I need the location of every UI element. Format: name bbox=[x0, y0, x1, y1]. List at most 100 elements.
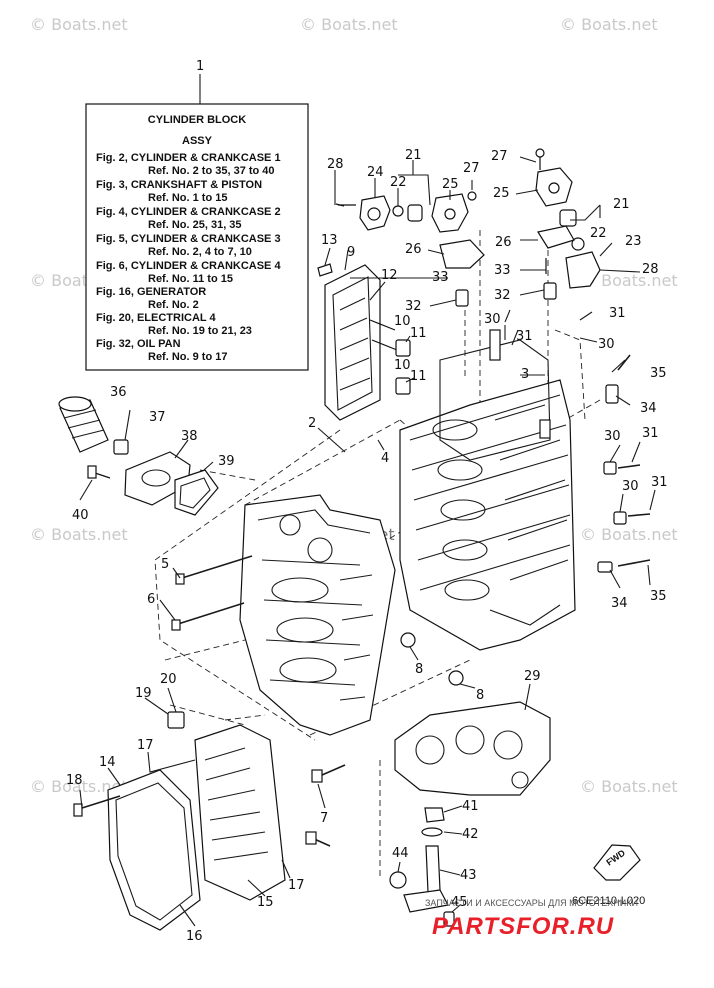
callout: 35 bbox=[650, 589, 667, 604]
exhaust-cover bbox=[73, 711, 331, 931]
callout: 15 bbox=[257, 895, 274, 910]
legend-line: Ref. No. 2, 4 to 7, 10 bbox=[148, 246, 252, 258]
legend-box: CYLINDER BLOCK ASSY Fig. 2, CYLINDER & C… bbox=[85, 74, 309, 371]
ru-caption: ЗАПЧАСТИ И АКСЕССУАРЫ ДЛЯ МОТОТЕХНИКИ bbox=[425, 898, 638, 908]
callout: 34 bbox=[611, 596, 628, 611]
thermostat-cover-right bbox=[535, 148, 601, 300]
callout: 41 bbox=[462, 799, 479, 814]
callout: 18 bbox=[66, 773, 83, 788]
legend-line: Fig. 6, CYLINDER & CRANKCASE 4 bbox=[96, 260, 281, 272]
right-studs bbox=[597, 354, 651, 573]
legend-line: Ref. No. 11 to 15 bbox=[148, 273, 233, 285]
legend-line: Fig. 4, CYLINDER & CRANKCASE 2 bbox=[96, 206, 281, 218]
watermark: © Boats.net bbox=[580, 525, 678, 544]
crankcase bbox=[239, 494, 396, 736]
callout: 31 bbox=[651, 475, 668, 490]
legend-line: Ref. No. 1 to 15 bbox=[148, 192, 227, 204]
cylinder-block bbox=[399, 329, 576, 651]
callout: 34 bbox=[640, 401, 657, 416]
legend-line: Ref. No. 9 to 17 bbox=[148, 351, 227, 363]
callout: 28 bbox=[642, 262, 659, 277]
legend-line: Ref. No. 25, 31, 35 bbox=[148, 219, 242, 231]
watermark: © Boats.net bbox=[30, 525, 128, 544]
legend-line: Ref. No. 19 to 21, 23 bbox=[148, 325, 252, 337]
callout: 32 bbox=[494, 288, 511, 303]
legend-line: Fig. 2, CYLINDER & CRANKCASE 1 bbox=[96, 152, 281, 164]
callout: 44 bbox=[392, 846, 409, 861]
legend-line: Ref. No. 2 bbox=[148, 299, 199, 311]
callout: 21 bbox=[613, 197, 630, 212]
callout: 16 bbox=[186, 929, 203, 944]
oil-fill-assembly bbox=[389, 807, 455, 927]
callout: 8 bbox=[415, 662, 423, 677]
callout: 39 bbox=[218, 454, 235, 469]
callout: 43 bbox=[460, 868, 477, 883]
legend-line: Fig. 16, GENERATOR bbox=[96, 286, 206, 298]
callout: 42 bbox=[462, 827, 479, 842]
callout: 4 bbox=[381, 451, 389, 466]
callout: 27 bbox=[491, 149, 508, 164]
callout: 33 bbox=[494, 263, 511, 278]
callout: 7 bbox=[320, 811, 328, 826]
long-bolts bbox=[171, 555, 253, 631]
o-rings bbox=[400, 632, 464, 686]
callout: 38 bbox=[181, 429, 198, 444]
callout: 27 bbox=[463, 161, 480, 176]
callout: 2 bbox=[308, 416, 316, 431]
legend-line: Ref. No. 2 to 35, 37 to 40 bbox=[148, 165, 275, 177]
callout: 26 bbox=[495, 235, 512, 250]
callout: 8 bbox=[476, 688, 484, 703]
brand-logo: PARTSFOR.RU bbox=[432, 913, 614, 940]
callout: 19 bbox=[135, 686, 152, 701]
callout: 25 bbox=[442, 177, 459, 192]
callout: 10 bbox=[394, 314, 411, 329]
callout: 30 bbox=[598, 337, 615, 352]
callout: 36 bbox=[110, 385, 127, 400]
callout: 11 bbox=[410, 369, 427, 384]
legend-line: Fig. 32, OIL PAN bbox=[96, 338, 181, 350]
callout: 23 bbox=[625, 234, 642, 249]
callout: 17 bbox=[288, 878, 305, 893]
callout: 30 bbox=[604, 429, 621, 444]
callout: 31 bbox=[609, 306, 626, 321]
callout: 14 bbox=[99, 755, 116, 770]
callout: 1 bbox=[196, 59, 204, 74]
callout: 35 bbox=[650, 366, 667, 381]
callout: 17 bbox=[137, 738, 154, 753]
leader-lines bbox=[79, 156, 656, 927]
callout: 6 bbox=[147, 592, 155, 607]
watermark: © Boats.net bbox=[580, 777, 678, 796]
legend-line: Fig. 3, CRANKSHAFT & PISTON bbox=[96, 179, 262, 191]
callout: 29 bbox=[524, 669, 541, 684]
watermark: © Boats.net bbox=[560, 15, 658, 34]
callout: 13 bbox=[321, 233, 338, 248]
callout: 26 bbox=[405, 242, 422, 257]
callout: 3 bbox=[521, 367, 529, 382]
watermark: © Boats.net bbox=[300, 15, 398, 34]
watermark: © Boats.net bbox=[30, 777, 128, 796]
callout: 33 bbox=[432, 270, 449, 285]
callout: 10 bbox=[394, 358, 411, 373]
fwd-arrow: FWD bbox=[593, 844, 641, 881]
water-jacket-cover bbox=[317, 263, 411, 421]
oil-filter-assembly bbox=[58, 396, 219, 516]
callout: 12 bbox=[381, 268, 398, 283]
callout: 30 bbox=[484, 312, 501, 327]
callout: 31 bbox=[642, 426, 659, 441]
callout: 5 bbox=[161, 557, 169, 572]
callout: 45 bbox=[451, 895, 468, 910]
legend-subtitle: ASSY bbox=[182, 135, 213, 147]
callout: 9 bbox=[347, 245, 355, 260]
legend-line: Fig. 5, CYLINDER & CRANKCASE 3 bbox=[96, 233, 281, 245]
callout: 11 bbox=[410, 326, 427, 341]
callout: 28 bbox=[327, 157, 344, 172]
callout: 37 bbox=[149, 410, 166, 425]
legend-title: CYLINDER BLOCK bbox=[148, 114, 246, 126]
bolt-7 bbox=[311, 764, 346, 783]
diagram-code: 6CE2110-L020 bbox=[572, 895, 645, 907]
callout: 30 bbox=[622, 479, 639, 494]
callout: 25 bbox=[493, 186, 510, 201]
callout: 31 bbox=[516, 329, 533, 344]
